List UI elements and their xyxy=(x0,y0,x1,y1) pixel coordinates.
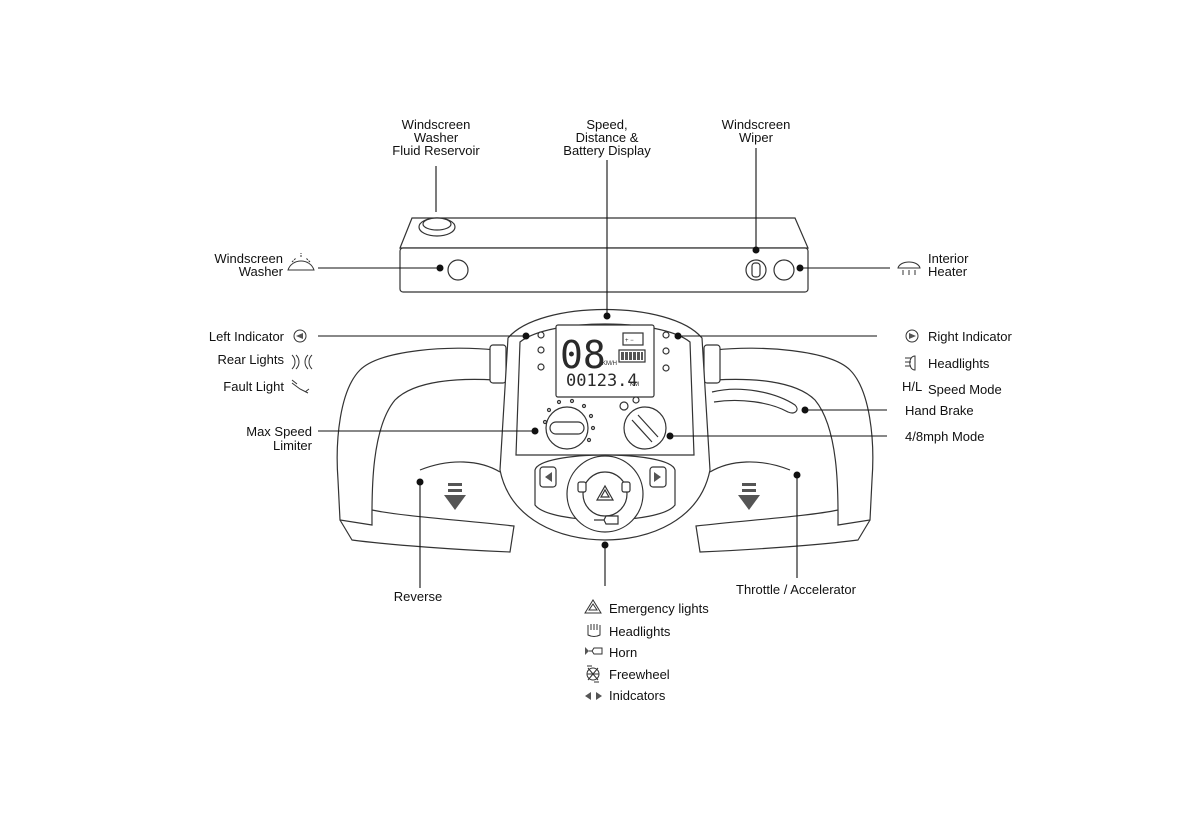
headlights-icon xyxy=(905,355,916,371)
throttle-arrow-icon xyxy=(738,483,760,510)
rear-lights-icon xyxy=(291,354,313,370)
svg-text:Windscreen: Windscreen xyxy=(402,117,471,132)
label-hand-brake: Hand Brake xyxy=(905,403,974,418)
svg-text:Emergency lights: Emergency lights xyxy=(609,601,709,616)
label-left-indicator: Left Indicator xyxy=(209,329,285,344)
legend-row-indicators: Inidcators xyxy=(585,688,666,703)
battery-bar-icon xyxy=(618,349,646,363)
svg-text:Distance &: Distance & xyxy=(576,130,639,145)
freewheel-icon xyxy=(586,665,600,683)
fault-wrench-icon xyxy=(291,379,310,394)
label-washer-reservoir: Windscreen Washer Fluid Reservoir xyxy=(392,117,480,158)
legend-row-headlights: Headlights xyxy=(587,624,671,639)
svg-text:Heater: Heater xyxy=(928,264,968,279)
emergency-lights-button[interactable] xyxy=(595,484,615,501)
label-fault-light: Fault Light xyxy=(223,379,284,394)
washer-button[interactable] xyxy=(447,259,469,281)
svg-text:Horn: Horn xyxy=(609,645,637,660)
svg-text:Washer: Washer xyxy=(414,130,459,145)
right-indicator-icon xyxy=(905,329,919,343)
lcd-speed: 08 xyxy=(560,333,606,377)
label-reverse: Reverse xyxy=(394,589,442,604)
svg-text:Wiper: Wiper xyxy=(739,130,774,145)
interior-heater-icon xyxy=(897,261,921,275)
callout-lines xyxy=(318,148,890,588)
svg-text:Washer: Washer xyxy=(239,264,284,279)
speed-mode-icon: H/L xyxy=(902,379,922,394)
headlights-button-icon[interactable] xyxy=(621,481,631,493)
svg-text:Freewheel: Freewheel xyxy=(609,667,670,682)
lcd-display: 08 KM/H + − 00123.4 KM xyxy=(555,324,655,398)
svg-text:Inidcators: Inidcators xyxy=(609,688,666,703)
legend-row-horn: Horn xyxy=(585,645,637,660)
label-headlights: Headlights xyxy=(928,356,990,371)
horn-button-icon[interactable] xyxy=(594,515,619,525)
wiper-switch[interactable] xyxy=(745,259,767,281)
lcd-speed-unit: KM/H xyxy=(602,361,617,367)
label-rear-lights: Rear Lights xyxy=(218,352,285,367)
headlights-lamp xyxy=(662,347,670,355)
control-console: 08 KM/H + − 00123.4 KM xyxy=(499,308,711,541)
svg-text:Windscreen: Windscreen xyxy=(722,117,791,132)
svg-text:Speed,: Speed, xyxy=(586,117,627,132)
label-display: Speed, Distance & Battery Display xyxy=(563,117,651,158)
fault-lamp xyxy=(537,363,545,371)
heater-button[interactable] xyxy=(773,259,795,281)
right-indicator-button[interactable] xyxy=(649,466,667,488)
lcd-odometer-unit: KM xyxy=(630,382,639,388)
label-wiper: Windscreen Wiper xyxy=(722,117,791,145)
speed-mode-lamp xyxy=(662,364,670,372)
svg-text:Interior: Interior xyxy=(928,251,969,266)
label-interior-heater: Interior Heater xyxy=(928,251,969,279)
bottom-legend: Emergency lights Headlights Horn Freewhe… xyxy=(584,599,709,703)
indicators-icon xyxy=(585,692,602,700)
label-right-indicator: Right Indicator xyxy=(928,329,1012,344)
label-mph-mode: 4/8mph Mode xyxy=(905,429,985,444)
horn-icon xyxy=(585,647,603,655)
svg-text:Headlights: Headlights xyxy=(609,624,671,639)
label-speed-mode: Speed Mode xyxy=(928,382,1002,397)
right-indicator-lamp xyxy=(662,331,670,339)
label-throttle: Throttle / Accelerator xyxy=(736,582,857,597)
freewheel-button-icon[interactable] xyxy=(577,481,587,493)
lcd-odometer: 00123.4 xyxy=(566,371,638,391)
windscreen-panel xyxy=(399,217,809,293)
svg-text:Fluid Reservoir: Fluid Reservoir xyxy=(392,143,480,158)
rear-lights-lamp xyxy=(537,346,545,354)
emergency-lights-icon xyxy=(584,599,602,614)
headlights-icon xyxy=(587,624,601,637)
control-pad xyxy=(566,455,644,533)
legend-row-freewheel: Freewheel xyxy=(586,665,670,683)
reverse-arrow-icon xyxy=(444,483,466,510)
svg-text:Windscreen: Windscreen xyxy=(214,251,283,266)
svg-text:Battery Display: Battery Display xyxy=(563,143,651,158)
left-indicator-button[interactable] xyxy=(539,466,557,488)
left-indicator-icon xyxy=(293,329,307,343)
windscreen-washer-icon xyxy=(287,253,315,271)
mph-mode-knob[interactable] xyxy=(619,396,667,450)
label-max-speed-limiter: Max Speed Limiter xyxy=(246,424,312,453)
lcd-battery-signs: + − xyxy=(625,338,634,344)
left-indicator-lamp xyxy=(537,331,545,339)
legend-row-emergency: Emergency lights xyxy=(584,599,709,616)
label-windscreen-washer: Windscreen Washer xyxy=(214,251,315,279)
svg-text:Max Speed: Max Speed xyxy=(246,424,312,439)
svg-text:Limiter: Limiter xyxy=(273,438,313,453)
max-speed-knob[interactable] xyxy=(542,398,596,450)
